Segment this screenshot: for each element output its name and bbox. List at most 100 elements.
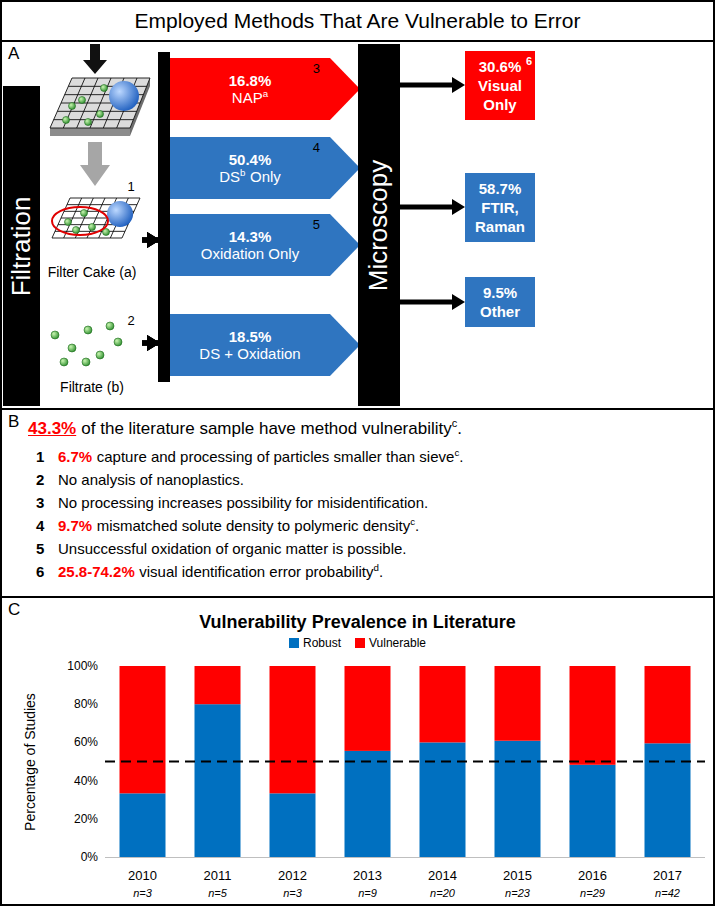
sieve-side	[50, 128, 130, 136]
stage-label: Microscopy	[364, 159, 395, 290]
text: 25.8-74.2%	[58, 563, 135, 580]
label-wrap: Filtrate (b)	[42, 379, 142, 395]
category-label: 2012	[278, 868, 307, 883]
category-label: 2010	[128, 868, 157, 883]
bar-robust	[270, 793, 316, 857]
text: 50.4%	[229, 151, 272, 168]
text: DS + Oxidation	[199, 345, 300, 362]
panel: CVulnerability Prevalence in LiteratureR…	[0, 596, 715, 906]
footnote-mark: c	[454, 447, 459, 458]
category-label: 2017	[653, 868, 682, 883]
text: 9.7%	[58, 517, 92, 534]
callout-number: 3	[313, 61, 320, 76]
particle	[97, 111, 104, 118]
axis-title: Percentage of Studies	[22, 693, 38, 831]
category-label: n=3	[133, 887, 152, 899]
sieve-mesh	[50, 78, 150, 128]
x-axis	[105, 857, 705, 858]
text: 14.3%	[229, 228, 272, 245]
note-row: 16.7%capture and processing of particles…	[28, 445, 705, 468]
callout-number: 4	[36, 514, 58, 537]
bar-vulnerable	[195, 666, 241, 704]
panel: A FiltrationFilter Cake (a) Filtrate (b) 16…	[0, 40, 715, 410]
flow-connector	[142, 89, 170, 351]
text: 30.6%	[479, 58, 522, 75]
particle	[51, 331, 59, 339]
text: NAP	[232, 89, 263, 106]
connector-line	[142, 240, 170, 345]
category-label: n=42	[655, 887, 680, 899]
particle	[114, 338, 122, 346]
arrow-body	[170, 214, 360, 276]
flow-connector	[142, 245, 170, 351]
arrow-body	[170, 314, 360, 376]
legend-swatch	[289, 638, 299, 648]
footnote-mark: c	[410, 516, 415, 527]
text: 16.8%	[229, 72, 272, 89]
category-label: 2015	[503, 868, 532, 883]
arrow-text: 50.4%DSb Only	[219, 151, 281, 185]
bar-vulnerable	[645, 666, 691, 743]
category-label: 2011	[204, 868, 232, 883]
figure-title: Employed Methods That Are Vulnerable to …	[0, 0, 715, 42]
text: .	[459, 448, 463, 465]
process-arrow	[80, 142, 110, 186]
callout-number: 2	[127, 313, 134, 328]
bar-robust	[195, 704, 241, 857]
arrow-content: 50.4%DSb Only	[170, 137, 330, 199]
footnote-mark: b	[240, 167, 245, 178]
text: DS	[219, 168, 240, 185]
legend: RobustVulnerable	[2, 636, 713, 650]
text: 43.3%	[28, 419, 76, 438]
panel-letter: C	[8, 600, 20, 620]
sample-label: Filtrate (b)	[42, 315, 142, 395]
particle	[65, 219, 72, 226]
category-label: n=23	[505, 887, 530, 899]
text: FTIR, Raman	[475, 199, 525, 235]
tick-label: 40%	[74, 774, 98, 788]
panel-letter: A	[8, 44, 19, 64]
stage-bar: Filtration	[3, 86, 40, 406]
tick-label: 60%	[74, 735, 98, 749]
text-line: Oxidation Only	[201, 245, 299, 262]
flow-connector	[142, 232, 170, 345]
text: capture and processing of particles smal…	[97, 448, 455, 465]
legend-item: Robust	[289, 636, 341, 650]
text: Only	[250, 168, 281, 185]
result-box: 9.5%Other	[465, 277, 535, 327]
panel: B43.3%of the literature sample have meth…	[0, 408, 715, 598]
label-wrap: Filter Cake (a)	[42, 264, 142, 280]
text: 18.5%	[229, 328, 272, 345]
large-particle	[107, 201, 133, 227]
arrow-content: 14.3%Oxidation Only	[170, 214, 330, 276]
connector-line	[142, 245, 170, 343]
footnote-mark: c	[452, 417, 458, 429]
legend-swatch	[355, 638, 365, 648]
note-row: 5Unsuccessful oxidation of organic matte…	[28, 537, 705, 560]
arrowhead	[452, 199, 465, 215]
text: Other	[480, 303, 520, 320]
category-label: 2013	[353, 868, 382, 883]
inflow-arrow	[83, 44, 107, 74]
particle	[79, 97, 86, 104]
stage-bar: Microscopy	[358, 44, 400, 406]
text-line: Visual Only	[469, 76, 531, 114]
flow-connector	[142, 168, 170, 351]
text-line: 16.8%	[229, 72, 272, 89]
callout-number: 6	[36, 560, 58, 583]
text: of the literature sample have method vul…	[81, 419, 451, 438]
connector-line	[400, 300, 455, 305]
bar-robust	[645, 743, 691, 857]
arrowhead	[147, 232, 160, 248]
text-line: 58.7%	[469, 179, 531, 198]
category-label: n=29	[580, 887, 605, 899]
mesh-line	[50, 128, 130, 129]
category-label: n=9	[358, 887, 377, 899]
method-arrow: 18.5%DS + Oxidation	[170, 314, 360, 376]
bar-vulnerable	[120, 666, 166, 793]
text: visual identification error probability	[139, 563, 373, 580]
text: No analysis of nanoplastics.	[58, 471, 244, 488]
bar-chart	[105, 666, 705, 858]
arrowhead	[147, 232, 160, 248]
category-label: n=3	[283, 887, 302, 899]
